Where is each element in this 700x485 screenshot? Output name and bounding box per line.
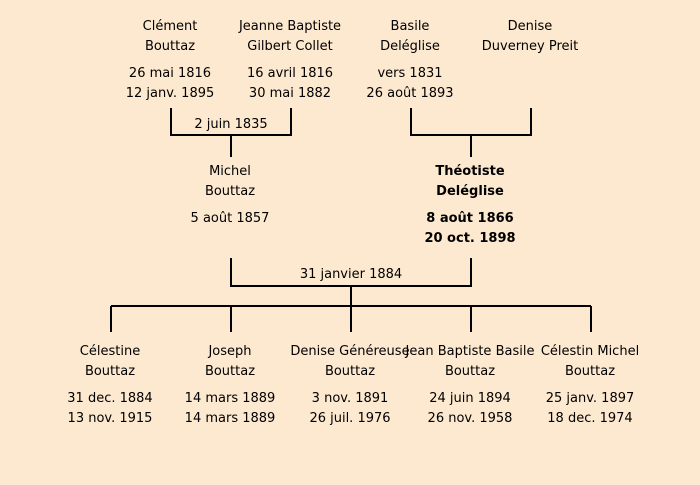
person-death: 13 nov. 1915: [67, 411, 153, 426]
person-death: 14 mars 1889: [184, 411, 276, 426]
person-first-name: Basile: [390, 19, 430, 34]
person-last-name: Deléglise: [436, 184, 504, 199]
person-death: 18 dec. 1974: [547, 411, 633, 426]
person-last-name: Duverney Preit: [481, 39, 579, 54]
person-birth: 8 août 1866: [426, 211, 514, 226]
person-last-name: Bouttaz: [204, 184, 256, 199]
person-death: 26 août 1893: [366, 86, 454, 101]
person-first-name: Denise Généreuse: [290, 344, 410, 359]
person-birth: 24 juin 1894: [429, 391, 511, 406]
person-birth: 31 dec. 1884: [67, 391, 153, 406]
person-last-name: Bouttaz: [84, 364, 136, 379]
person-death: 30 mai 1882: [248, 86, 332, 101]
person-last-name: Bouttaz: [144, 39, 196, 54]
marriage-date-michel-theotiste: 31 janvier 1884: [299, 267, 403, 282]
person-celestine: Célestine Bouttaz 31 dec. 1884 13 nov. 1…: [45, 342, 175, 429]
person-first-name: Célestine: [79, 344, 141, 359]
person-last-name: Bouttaz: [444, 364, 496, 379]
person-jeanne: Jeanne Baptiste Gilbert Collet 16 avril …: [225, 17, 355, 104]
person-jean-baptiste-basile: Jean Baptiste Basile Bouttaz 24 juin 189…: [405, 342, 535, 429]
person-first-name: Jeanne Baptiste: [238, 19, 342, 34]
person-birth: 3 nov. 1891: [311, 391, 389, 406]
person-basile: Basile Deléglise vers 1831 26 août 1893: [345, 17, 475, 104]
person-first-name: Clément: [142, 19, 198, 34]
person-first-name: Théotiste: [435, 164, 505, 179]
couple-line-basile-denise: [410, 108, 532, 136]
person-michel: Michel Bouttaz 5 août 1857: [165, 162, 295, 229]
person-first-name: Denise: [507, 19, 553, 34]
person-celestin-michel: Célestin Michel Bouttaz 25 janv. 1897 18…: [525, 342, 655, 429]
person-last-name: Bouttaz: [564, 364, 616, 379]
person-last-name: Deléglise: [380, 39, 440, 54]
person-death: 20 oct. 1898: [424, 231, 516, 246]
person-first-name: Joseph: [208, 344, 252, 359]
person-birth: vers 1831: [377, 66, 443, 81]
person-death: 12 janv. 1895: [125, 86, 215, 101]
person-birth: 16 avril 1816: [246, 66, 334, 81]
person-clement: Clément Bouttaz 26 mai 1816 12 janv. 189…: [105, 17, 235, 104]
person-birth: 26 mai 1816: [128, 66, 212, 81]
person-denise-duverney: Denise Duverney Preit: [465, 17, 595, 57]
person-last-name: Bouttaz: [324, 364, 376, 379]
person-joseph: Joseph Bouttaz 14 mars 1889 14 mars 1889: [165, 342, 295, 429]
person-first-name: Célestin Michel: [540, 344, 640, 359]
person-denise-genereuse: Denise Généreuse Bouttaz 3 nov. 1891 26 …: [285, 342, 415, 429]
marriage-date-clement-jeanne: 2 juin 1835: [194, 117, 268, 132]
person-theotiste: Théotiste Deléglise 8 août 1866 20 oct. …: [405, 162, 535, 249]
person-birth: 5 août 1857: [190, 211, 270, 226]
person-birth: 14 mars 1889: [184, 391, 276, 406]
person-birth: 25 janv. 1897: [545, 391, 635, 406]
person-first-name: Jean Baptiste Basile: [405, 344, 535, 359]
person-death: 26 nov. 1958: [427, 411, 513, 426]
person-first-name: Michel: [209, 164, 251, 179]
person-death: 26 juil. 1976: [309, 411, 391, 426]
person-last-name: Bouttaz: [204, 364, 256, 379]
person-last-name: Gilbert Collet: [247, 39, 333, 54]
